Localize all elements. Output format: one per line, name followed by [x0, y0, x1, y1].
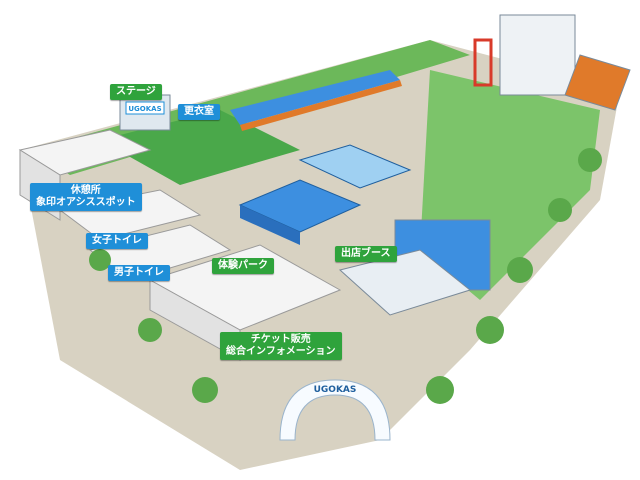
water-slide-edge [240, 80, 402, 131]
water-slide [230, 70, 400, 125]
center-pool-wall [240, 205, 300, 245]
tree [138, 318, 162, 342]
stage-banner [125, 101, 165, 115]
tree [578, 148, 602, 172]
tree [89, 249, 111, 271]
tree [507, 257, 533, 283]
tree [476, 316, 504, 344]
ticket-building-front [149, 279, 241, 361]
rest-area-label: 休憩所 象印オアシススポット [30, 183, 142, 211]
tree [192, 377, 218, 403]
entrance-arch [279, 379, 391, 441]
climbing-tower [499, 14, 576, 96]
stage-banner-text: UGOKAS [128, 105, 161, 113]
womens-toilet-label: 女子トイレ [86, 233, 148, 249]
arch-sign-text: UGOKAS [314, 385, 357, 395]
changing-room-label: 更衣室 [178, 104, 220, 120]
stage-label: ステージ [110, 84, 162, 100]
booth-label: 出店ブース [335, 246, 397, 262]
red-ladder [473, 38, 493, 87]
orange-court [564, 54, 631, 111]
tree [426, 376, 454, 404]
tree [548, 198, 572, 222]
experience-park-label: 体験パーク [212, 258, 274, 274]
mens-toilet-label: 男子トイレ [108, 265, 170, 281]
ticket-info-label: チケット販売 総合インフォメーション [220, 332, 342, 360]
upper-pool [298, 144, 412, 189]
